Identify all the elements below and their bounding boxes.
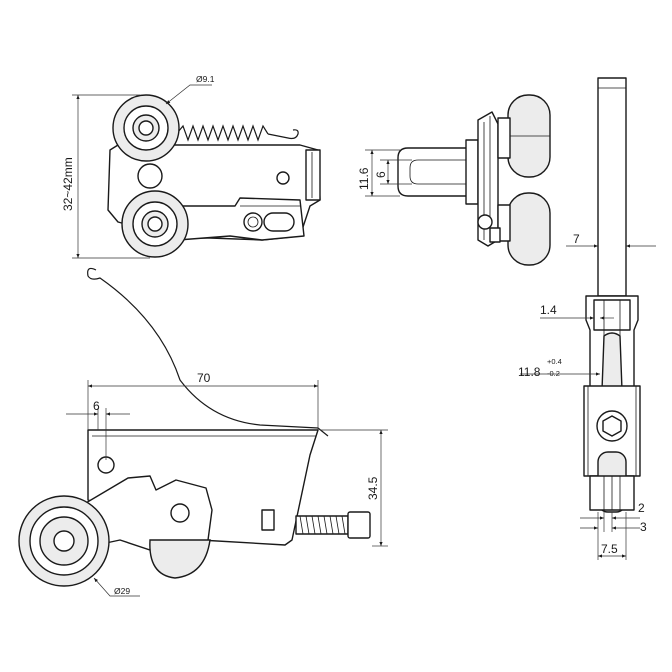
- end-top-strip: [597, 77, 627, 297]
- front-view: 70 6 34.5 Ø29: [18, 267, 388, 597]
- center-axle: [137, 163, 163, 189]
- adjusting-screw: [295, 511, 371, 539]
- tension-spring: [177, 124, 299, 142]
- mounting-hole: [276, 171, 290, 185]
- spring-wire: [87, 267, 329, 437]
- dim-offset: 1.4: [540, 303, 557, 317]
- side-view-top: 11.6 6: [357, 94, 551, 266]
- dim-slot-inner: 6: [374, 171, 388, 178]
- dim-wheel-diameter: Ø29: [114, 586, 130, 596]
- dim-height: 34.5: [366, 476, 380, 500]
- dim-height-range: 32~42mm: [61, 157, 75, 211]
- housing-slot: [261, 509, 275, 531]
- dim-groove-tol-upper: +0.4: [547, 357, 562, 366]
- side-flange: [305, 149, 321, 201]
- dim-roller-diameter-top: Ø9.1: [196, 74, 215, 84]
- dim-side-width: 7: [573, 232, 580, 246]
- side-lower-wheel: [507, 192, 551, 266]
- side-screw: [477, 214, 493, 230]
- lower-roller: [121, 190, 189, 258]
- upper-roller: [112, 94, 180, 162]
- end-wheel-profile: [601, 332, 623, 394]
- pivot-hole: [243, 212, 263, 232]
- end-view: 7 1.4 11.8 +0.4 -0.2 2 3 7.5: [518, 77, 656, 560]
- main-wheel: [18, 495, 110, 587]
- dim-bottom-b: 3: [640, 520, 647, 534]
- top-view: Ø9.1 32~42mm: [61, 74, 321, 259]
- dim-hole-offset: 6: [93, 399, 100, 413]
- dim-slot-width: 11.6: [357, 167, 371, 190]
- dim-groove-tol-lower: -0.2: [547, 369, 560, 378]
- dim-bottom-a: 2: [638, 501, 645, 515]
- dim-groove-value: 11.8: [518, 365, 541, 379]
- dim-bottom-width: 7.5: [601, 542, 618, 556]
- dim-length: 70: [197, 371, 211, 385]
- fork-slot: [397, 147, 466, 197]
